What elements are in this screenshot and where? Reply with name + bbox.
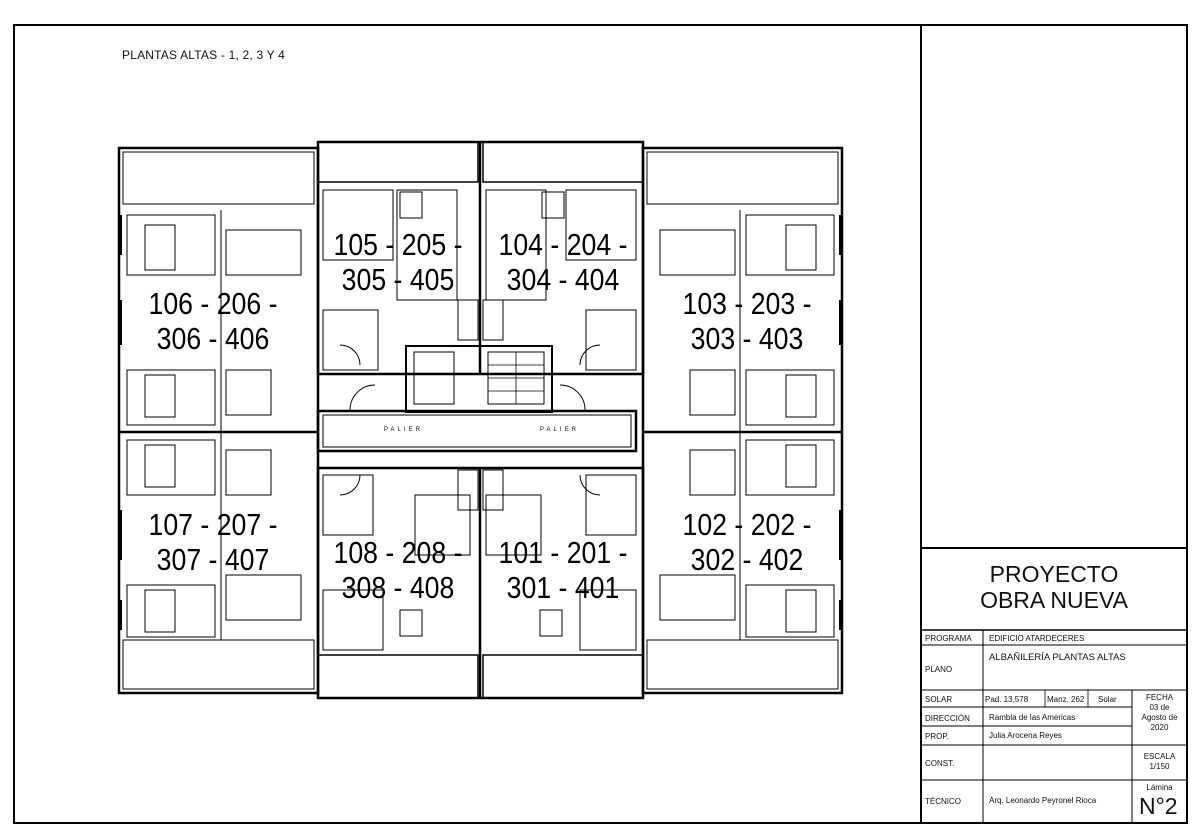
unit-label-line1: 101 - 201 - — [498, 535, 628, 570]
building-outline — [117, 140, 844, 700]
unit-label-line1: 102 - 202 - — [682, 507, 812, 542]
escala-block: ESCALA 1/150 — [1132, 752, 1187, 772]
sheet-border — [13, 24, 1188, 824]
title-block-grid — [921, 547, 1187, 823]
solar-padron: Pad. 13,578 — [985, 695, 1029, 704]
palier-label-right: PALIER — [540, 427, 579, 433]
plano-label: PLANO — [925, 665, 953, 674]
palier-label-left: PALIER — [384, 427, 423, 433]
direccion-value: Rambla de las Americas — [989, 713, 1076, 722]
project-title: PROYECTO OBRA NUEVA — [921, 561, 1187, 614]
programa-value: EDIFICIO ATARDECERES — [989, 634, 1085, 643]
unit-label-line1: 107 - 207 - — [148, 507, 278, 542]
prop-value: Julia Arocena Reyes — [989, 731, 1062, 740]
unit-label-101: 101 - 201 - 301 - 401 — [494, 535, 632, 605]
unit-label-104: 104 - 204 - 304 - 404 — [494, 227, 632, 297]
escala-label: ESCALA — [1143, 752, 1176, 761]
escala-value: 1/150 — [1149, 762, 1170, 771]
solar-tipo: Solar — [1098, 695, 1117, 704]
sheet-title: PLANTAS ALTAS - 1, 2, 3 Y 4 — [122, 48, 286, 62]
unit-label-line1: 104 - 204 - — [498, 227, 628, 262]
unit-label-line2: 305 - 405 — [341, 261, 455, 297]
unit-label-line1: 106 - 206 - — [148, 286, 278, 321]
interior-partitions — [118, 189, 843, 651]
unit-label-line1: 105 - 205 - — [333, 227, 463, 262]
fecha-line1: 03 de — [1149, 703, 1170, 712]
fecha-label: FECHA — [1145, 693, 1174, 702]
fecha-line2: Agosto de — [1141, 713, 1178, 722]
unit-label-105: 105 - 205 - 305 - 405 — [329, 227, 467, 297]
project-title-line1: PROYECTO — [989, 561, 1119, 587]
solar-manzana: Manz. 262 — [1047, 695, 1085, 704]
programa-label: PROGRAMA — [925, 634, 972, 643]
lamina-number: N°2 — [1139, 793, 1178, 819]
direccion-label: DIRECCIÓN — [925, 714, 970, 723]
unit-label-106: 106 - 206 - 306 - 406 — [140, 286, 286, 356]
prop-label: PROP. — [925, 732, 949, 741]
unit-label-108: 108 - 208 - 308 - 408 — [329, 535, 467, 605]
unit-label-102: 102 - 202 - 302 - 402 — [674, 507, 820, 577]
unit-label-line2: 306 - 406 — [156, 320, 270, 356]
unit-label-line2: 302 - 402 — [690, 541, 804, 577]
fecha-block: FECHA 03 de Agosto de 2020 — [1132, 693, 1187, 733]
solar-label: SOLAR — [925, 695, 953, 704]
unit-label-line2: 307 - 407 — [156, 541, 270, 577]
unit-label-line2: 308 - 408 — [341, 569, 455, 605]
unit-label-107: 107 - 207 - 307 - 407 — [140, 507, 286, 577]
fecha-line3: 2020 — [1150, 723, 1169, 732]
unit-label-line2: 303 - 403 — [690, 320, 804, 356]
tecnico-label: TÉCNICO — [925, 797, 961, 806]
project-title-line2: OBRA NUEVA — [980, 587, 1128, 614]
unit-label-line1: 108 - 208 - — [333, 535, 463, 570]
tecnico-value: Arq. Leonardo Peyronel Rioca — [989, 796, 1097, 805]
unit-label-line2: 301 - 401 — [506, 569, 620, 605]
plano-value: ALBAÑILERÍA PLANTAS ALTAS — [989, 652, 1126, 663]
unit-label-line1: 103 - 203 - — [682, 286, 812, 321]
const-label: CONST. — [925, 759, 955, 768]
unit-label-line2: 304 - 404 — [506, 261, 620, 297]
unit-label-103: 103 - 203 - 303 - 403 — [674, 286, 820, 356]
lamina-label: Lámina — [1146, 783, 1173, 792]
